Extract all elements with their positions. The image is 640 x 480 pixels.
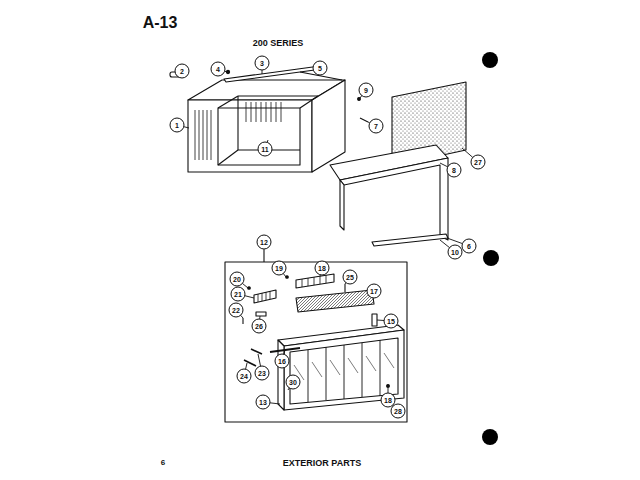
- callout-number: 10: [451, 249, 459, 256]
- callout-circle: [170, 118, 184, 132]
- callout-circle: [211, 62, 225, 76]
- callout-circle: [258, 142, 272, 156]
- callout-number: 5: [318, 65, 322, 72]
- callout-number: 22: [232, 307, 240, 314]
- callout-circle: [447, 163, 461, 177]
- callout-circle: [286, 375, 300, 389]
- callout-circle: [448, 245, 462, 259]
- callout-circle: [462, 239, 476, 253]
- leader-line: [245, 296, 254, 298]
- callout-circle: [255, 366, 269, 380]
- callout-number: 8: [452, 167, 456, 174]
- callout-number: 12: [260, 239, 268, 246]
- leader-line: [184, 127, 189, 128]
- callout-circle: [252, 319, 266, 333]
- callout-number: 9: [364, 87, 368, 94]
- leader-line: [270, 403, 280, 404]
- callout-number: 30: [289, 379, 297, 386]
- callout-number: 25: [346, 274, 354, 281]
- callout-circle: [313, 61, 327, 75]
- callout-circle: [369, 119, 383, 133]
- callout-number: 24: [240, 373, 248, 380]
- leader-line: [258, 354, 261, 366]
- callout-circle: [237, 369, 251, 383]
- callout-circle: [471, 155, 485, 169]
- callout-number: 17: [370, 288, 378, 295]
- callout-number: 19: [275, 265, 283, 272]
- series-title: 200 SERIES: [253, 39, 304, 48]
- callout-number: 16: [278, 358, 286, 365]
- leader-line: [388, 388, 389, 393]
- leader-line: [462, 148, 473, 157]
- callout-circle: [343, 270, 357, 284]
- callout-number: 26: [255, 323, 263, 330]
- leader-line: [241, 315, 243, 318]
- callout-circle: [315, 261, 329, 275]
- leader-line: [283, 274, 286, 277]
- leader-line: [440, 240, 450, 248]
- callout-number: 20: [233, 276, 241, 283]
- callout-number: 28: [394, 408, 402, 415]
- callout-number: 4: [216, 66, 220, 73]
- callout-circle: [230, 272, 244, 286]
- callout-circle: [367, 284, 381, 298]
- callout-number: 6: [467, 243, 471, 250]
- callout-number: 23: [258, 370, 266, 377]
- callout-circle: [359, 83, 373, 97]
- callout-number: 2: [180, 68, 184, 75]
- callout-number: 11: [261, 146, 268, 153]
- page-number: 6: [161, 459, 165, 467]
- callout-number: 15: [387, 318, 395, 325]
- leader-line: [242, 283, 248, 288]
- callout-number: 13: [259, 399, 267, 406]
- callout-circle: [231, 287, 245, 301]
- leader-line: [284, 350, 285, 354]
- callout-number: 18: [384, 397, 392, 404]
- callout-circle: [256, 395, 270, 409]
- leader-line: [262, 70, 263, 74]
- caption: EXTERIOR PARTS: [283, 459, 361, 468]
- leader-line: [447, 238, 462, 244]
- callout-circle: [255, 56, 269, 70]
- leader-line: [440, 163, 448, 167]
- callout-circle: [275, 354, 289, 368]
- callout-number: 21: [234, 291, 242, 298]
- callout-circle: [384, 314, 398, 328]
- leader-line: [377, 320, 384, 322]
- callout-number: 18: [318, 265, 326, 272]
- leader-line: [246, 363, 247, 369]
- page-code: A-13: [143, 15, 178, 31]
- callout-circle: [272, 261, 286, 275]
- callout-circle: [381, 393, 395, 407]
- callout-circle: [175, 64, 189, 78]
- callout-circle: [391, 404, 405, 418]
- callout-number: 27: [474, 159, 482, 166]
- callout-number: 1: [175, 122, 179, 129]
- callout-number: 3: [260, 60, 264, 67]
- callout-number: 7: [374, 123, 378, 130]
- callout-circle: [257, 235, 271, 249]
- callout-circle: [229, 303, 243, 317]
